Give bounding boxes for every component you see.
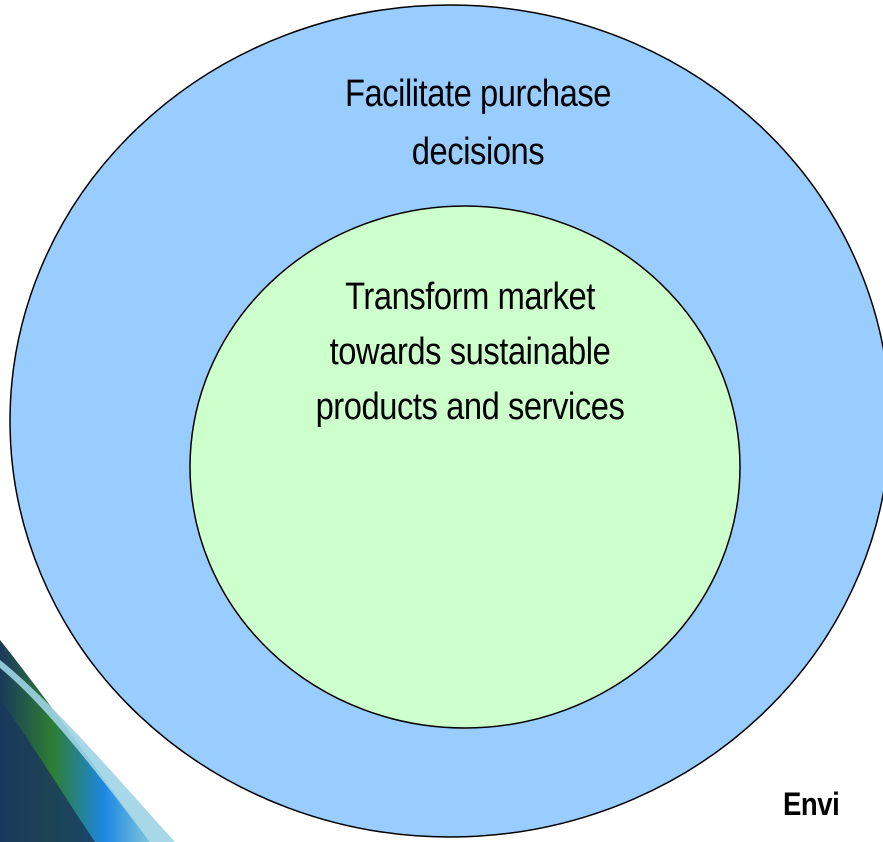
inner-circle bbox=[189, 205, 741, 729]
outer-circle-label: Facilitate purchase decisions bbox=[344, 73, 612, 173]
corner-text: Envi bbox=[783, 786, 840, 822]
background-swoosh bbox=[0, 640, 175, 842]
inner-circle-label: Transform market towards sustainable pro… bbox=[315, 276, 625, 428]
